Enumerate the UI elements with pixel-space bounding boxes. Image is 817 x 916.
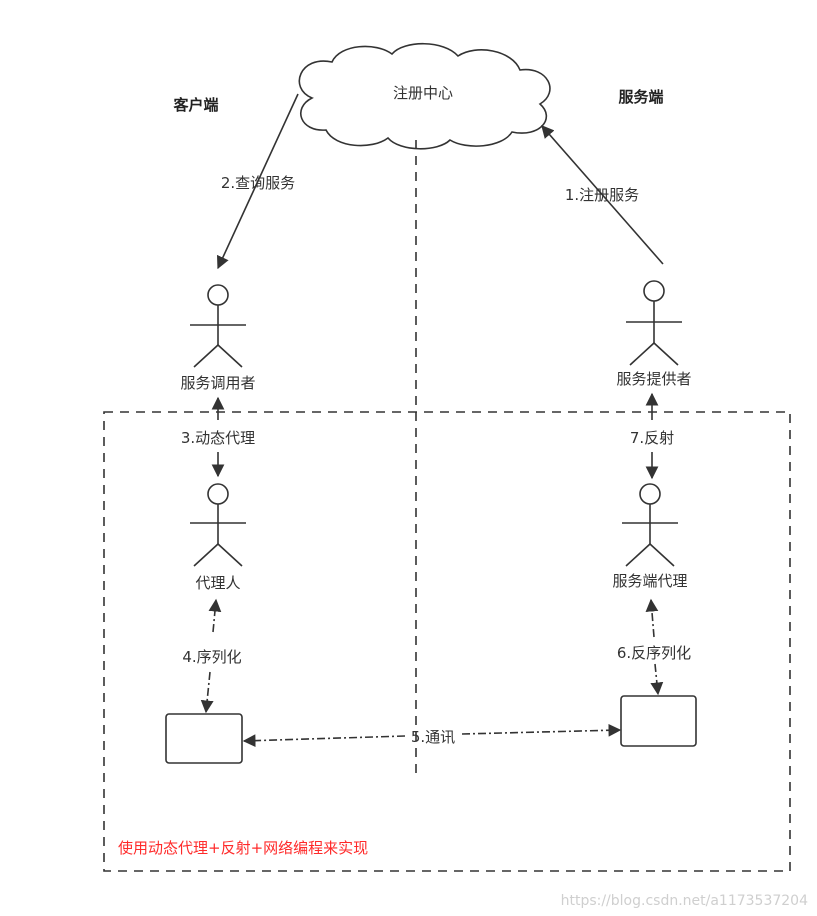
server-proxy-label: 服务端代理	[612, 572, 687, 590]
watermark: https://blog.csdn.net/a1173537204	[561, 893, 808, 909]
dynamic-proxy-label: 3.动态代理	[181, 429, 255, 447]
client-data-box	[165, 713, 243, 764]
query-label: 2.查询服务	[221, 174, 295, 192]
deserialize-label: 6.反序列化	[617, 644, 691, 662]
registry-label: 注册中心	[393, 84, 453, 102]
deserialize-arrow-up	[645, 598, 659, 638]
register-label: 1.注册服务	[565, 186, 639, 204]
proxy-actor-icon	[190, 483, 246, 567]
reflect-label: 7.反射	[630, 429, 674, 447]
server-side-label: 服务端	[618, 88, 663, 106]
server-proxy-actor-icon	[622, 483, 678, 567]
provider-label: 服务提供者	[616, 370, 691, 388]
serialize-arrow-down	[200, 671, 214, 714]
provider-actor-icon	[626, 280, 682, 366]
query-arrow	[216, 93, 299, 270]
communicate-label: 5.通讯	[411, 728, 455, 746]
registry-cloud	[298, 43, 551, 150]
proxy-label: 代理人	[195, 574, 240, 592]
caller-actor-icon	[190, 284, 246, 368]
client-side-label: 客户端	[172, 96, 218, 114]
communicate-arrow-right	[461, 723, 622, 737]
serialize-arrow-up	[208, 598, 222, 633]
server-data-box	[620, 695, 697, 747]
register-arrow	[541, 125, 664, 265]
caller-label: 服务调用者	[180, 374, 255, 392]
implementation-note: 使用动态代理+反射+网络编程来实现	[118, 839, 368, 857]
communicate-arrow-left	[242, 734, 406, 748]
deserialize-arrow-down	[650, 663, 664, 696]
serialize-label: 4.序列化	[182, 648, 241, 666]
boundary-box	[103, 411, 791, 872]
